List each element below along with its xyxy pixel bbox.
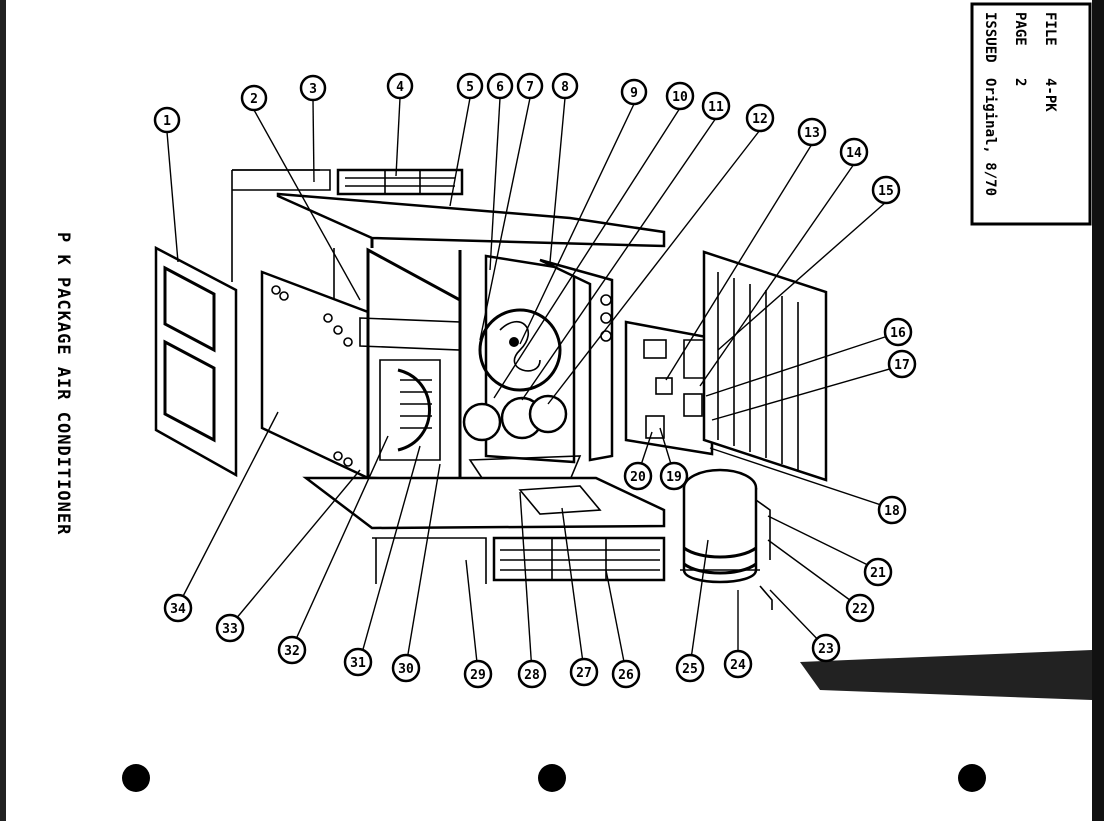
front-grille [372,536,666,584]
page-value: 2 [1012,78,1028,86]
callout-24: 24 [723,649,753,679]
svg-text:8: 8 [561,80,569,95]
svg-text:6: 6 [496,80,504,95]
info-box: FILE 4-PK PAGE 2 ISSUED Original, 8/70 [970,2,1092,226]
compressor [680,468,773,610]
leader-lines [166,97,901,673]
scan-smudge [800,650,1092,700]
callout-10: 10 [665,81,695,111]
file-value: 4-PK [1042,78,1058,112]
evaporator-coil-panel [260,270,370,480]
callout-9: 9 [620,78,648,106]
control-box [624,320,721,456]
title-group: P K PACKAGE AIR CONDITIONER [53,232,73,535]
callout-5: 5 [456,72,484,100]
unit-drawing [154,168,828,610]
issued-label: ISSUED [982,12,998,63]
scan-edge-right [1092,0,1104,821]
svg-text:2: 2 [250,92,258,107]
file-label: FILE [1042,12,1058,46]
top-grille [336,168,464,196]
svg-text:23: 23 [818,642,834,657]
svg-text:20: 20 [630,470,646,485]
binder-hole-center [538,764,566,792]
callout-30: 30 [391,653,421,683]
top-panel [276,192,666,248]
callout-11: 11 [701,91,731,121]
callout-4: 4 [386,72,414,100]
diagram-title: P K PACKAGE AIR CONDITIONER [53,232,73,535]
callout-23: 23 [811,633,841,663]
svg-text:17: 17 [894,358,910,373]
callout-16: 16 [883,317,913,347]
svg-text:31: 31 [350,656,366,671]
base-pan [302,476,666,530]
side-panel-top [232,169,331,191]
callout-20: 20 [623,461,653,491]
svg-text:30: 30 [398,662,414,677]
svg-text:34: 34 [170,602,186,617]
svg-text:27: 27 [576,666,592,681]
callout-17: 17 [887,349,917,379]
svg-text:16: 16 [890,326,906,341]
svg-text:28: 28 [524,668,540,683]
callout-34: 34 [163,593,193,623]
svg-text:3: 3 [309,82,317,97]
svg-text:11: 11 [708,100,724,115]
callout-7: 7 [516,72,544,100]
callout-25: 25 [675,653,705,683]
svg-text:13: 13 [804,126,820,141]
callout-18: 18 [877,495,907,525]
callout-15: 15 [871,175,901,205]
callout-33: 33 [215,613,245,643]
svg-text:14: 14 [846,146,862,161]
page-label: PAGE [1012,12,1028,46]
callout-28: 28 [517,659,547,689]
callout-1: 1 [153,106,181,134]
svg-text:12: 12 [752,112,768,127]
callout-19: 19 [659,461,689,491]
svg-text:19: 19 [666,470,682,485]
svg-text:1: 1 [163,114,171,129]
callout-22: 22 [845,593,875,623]
svg-text:7: 7 [526,80,534,95]
svg-text:22: 22 [852,602,868,617]
callout-31: 31 [343,647,373,677]
callout-2: 2 [240,84,268,112]
binder-hole-left [122,764,150,792]
issued-value: Original, 8/70 [982,78,998,196]
svg-text:15: 15 [878,184,894,199]
svg-text:5: 5 [466,80,474,95]
svg-text:25: 25 [682,662,698,677]
svg-text:21: 21 [870,566,886,581]
svg-text:10: 10 [672,90,688,105]
rear-louver-panel [702,250,828,482]
front-door-panel [154,169,320,478]
svg-text:32: 32 [284,644,300,659]
callout-14: 14 [839,137,869,167]
svg-text:4: 4 [396,80,404,95]
callout-32: 32 [277,635,307,665]
callout-26: 26 [611,659,641,689]
binder-hole-right [958,764,986,792]
svg-text:24: 24 [730,658,746,673]
blower-wheels [462,394,582,485]
callout-8: 8 [551,72,579,100]
callout-29: 29 [463,659,493,689]
svg-text:26: 26 [618,668,634,683]
callout-6: 6 [486,72,514,100]
scan-edge-left [0,0,6,821]
callout-3: 3 [299,74,327,102]
svg-text:33: 33 [222,622,238,637]
callout-21: 21 [863,557,893,587]
callout-13: 13 [797,117,827,147]
callout-27: 27 [569,657,599,687]
callouts: 1 2 3 4 5 6 7 8 9 10 11 12 13 14 15 16 1… [153,72,917,689]
callout-12: 12 [745,103,775,133]
svg-text:29: 29 [470,668,486,683]
svg-text:9: 9 [630,86,638,101]
svg-text:18: 18 [884,504,900,519]
